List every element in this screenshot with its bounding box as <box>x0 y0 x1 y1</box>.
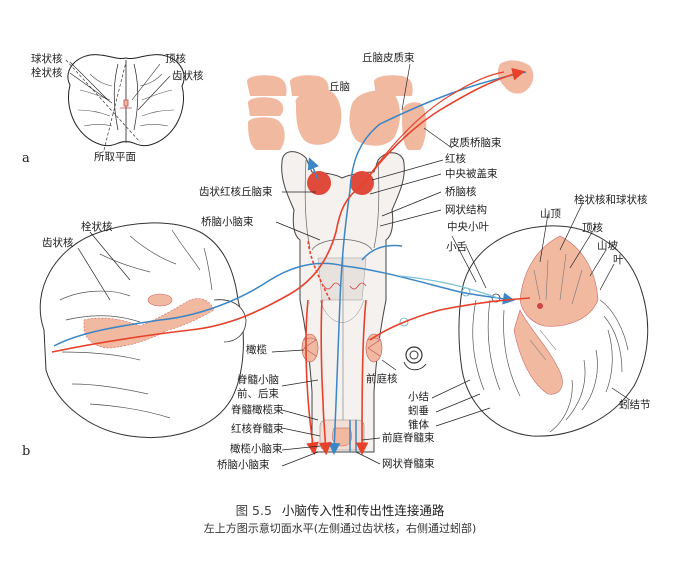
label-lingula: 小舌 <box>446 241 467 253</box>
figure-caption: 图 5.5 小脑传入性和传出性连接通路 <box>0 500 680 519</box>
label-dentate-left: 齿状核 <box>42 237 74 249</box>
label-olivocerebellar: 橄榄小脑束 <box>230 443 283 455</box>
label-emboliform-globose: 栓状核和球状核 <box>574 194 648 206</box>
label-declive: 山坡 <box>597 240 618 252</box>
label-pontine-nuclei: 桥脑核 <box>445 186 477 198</box>
label-rubrospinal: 红核脊髓束 <box>231 423 284 435</box>
label-tuber: 小结 <box>408 391 429 403</box>
label-reticular-formation: 网状结构 <box>445 204 487 216</box>
label-globose: 球状核 <box>31 53 63 65</box>
label-vestibular-nuclei: 前庭核 <box>366 373 398 385</box>
label-pyramis: 蚓垂 <box>408 405 429 417</box>
thalamus-region <box>246 60 534 150</box>
left-cerebellum <box>39 222 247 438</box>
label-dentate-inset: 齿状核 <box>172 70 204 82</box>
red-nucleus-left <box>307 171 331 195</box>
label-fastigial-right: 顶核 <box>582 222 603 234</box>
label-vestibulospinal: 前庭脊髓束 <box>382 432 435 444</box>
label-reticulospinal: 网状脊髓束 <box>382 458 435 470</box>
efferent-pathways <box>51 67 531 456</box>
label-dentatorubrothalamic: 齿状红核丘脑束 <box>199 186 273 198</box>
inset-cerebellum <box>65 54 185 151</box>
label-central-tegmental: 中央被盖束 <box>445 168 498 180</box>
label-pontocerebellar-bottom: 桥脑小脑束 <box>217 459 270 471</box>
label-emboliform-left: 栓状核 <box>81 221 113 233</box>
label-thalamocortical: 丘脑皮质束 <box>362 52 415 64</box>
figure-title: 小脑传入性和传出性连接通路 <box>281 503 445 518</box>
figure-number: 图 5.5 <box>235 503 272 518</box>
label-red-nucleus: 红核 <box>445 153 466 165</box>
label-folium: 叶 <box>613 254 624 266</box>
leader-lines <box>77 63 631 467</box>
label-spino-olivary: 脊髓橄榄束 <box>231 404 284 416</box>
label-corticopontine: 皮质桥脑束 <box>449 137 502 149</box>
label-pontocerebellar-top: 桥脑小脑束 <box>201 216 254 228</box>
label-fastigial-inset: 顶核 <box>165 53 186 65</box>
panel-label-a: a <box>22 151 30 166</box>
label-central-lobule: 中央小叶 <box>447 221 489 233</box>
label-emboliform-inset: 栓状核 <box>31 67 63 79</box>
figure-subtitle: 左上方图示意切面水平(左侧通过齿状核，右侧通过蚓部) <box>203 522 477 535</box>
label-culmen: 山顶 <box>540 208 561 220</box>
label-spinocerebellar: 脊髓小脑 <box>237 374 279 386</box>
label-plane: 所取平面 <box>94 151 136 163</box>
label-thalamus: 丘脑 <box>329 81 350 93</box>
label-vermis-tuber: 蚓结节 <box>619 399 651 411</box>
panel-label-b: b <box>22 444 31 459</box>
label-uvula: 锥体 <box>408 419 429 431</box>
label-anterior-posterior: 前、后束 <box>237 388 279 400</box>
right-cerebellum <box>458 225 649 437</box>
label-olive: 橄榄 <box>246 344 267 356</box>
brainstem <box>281 151 405 453</box>
